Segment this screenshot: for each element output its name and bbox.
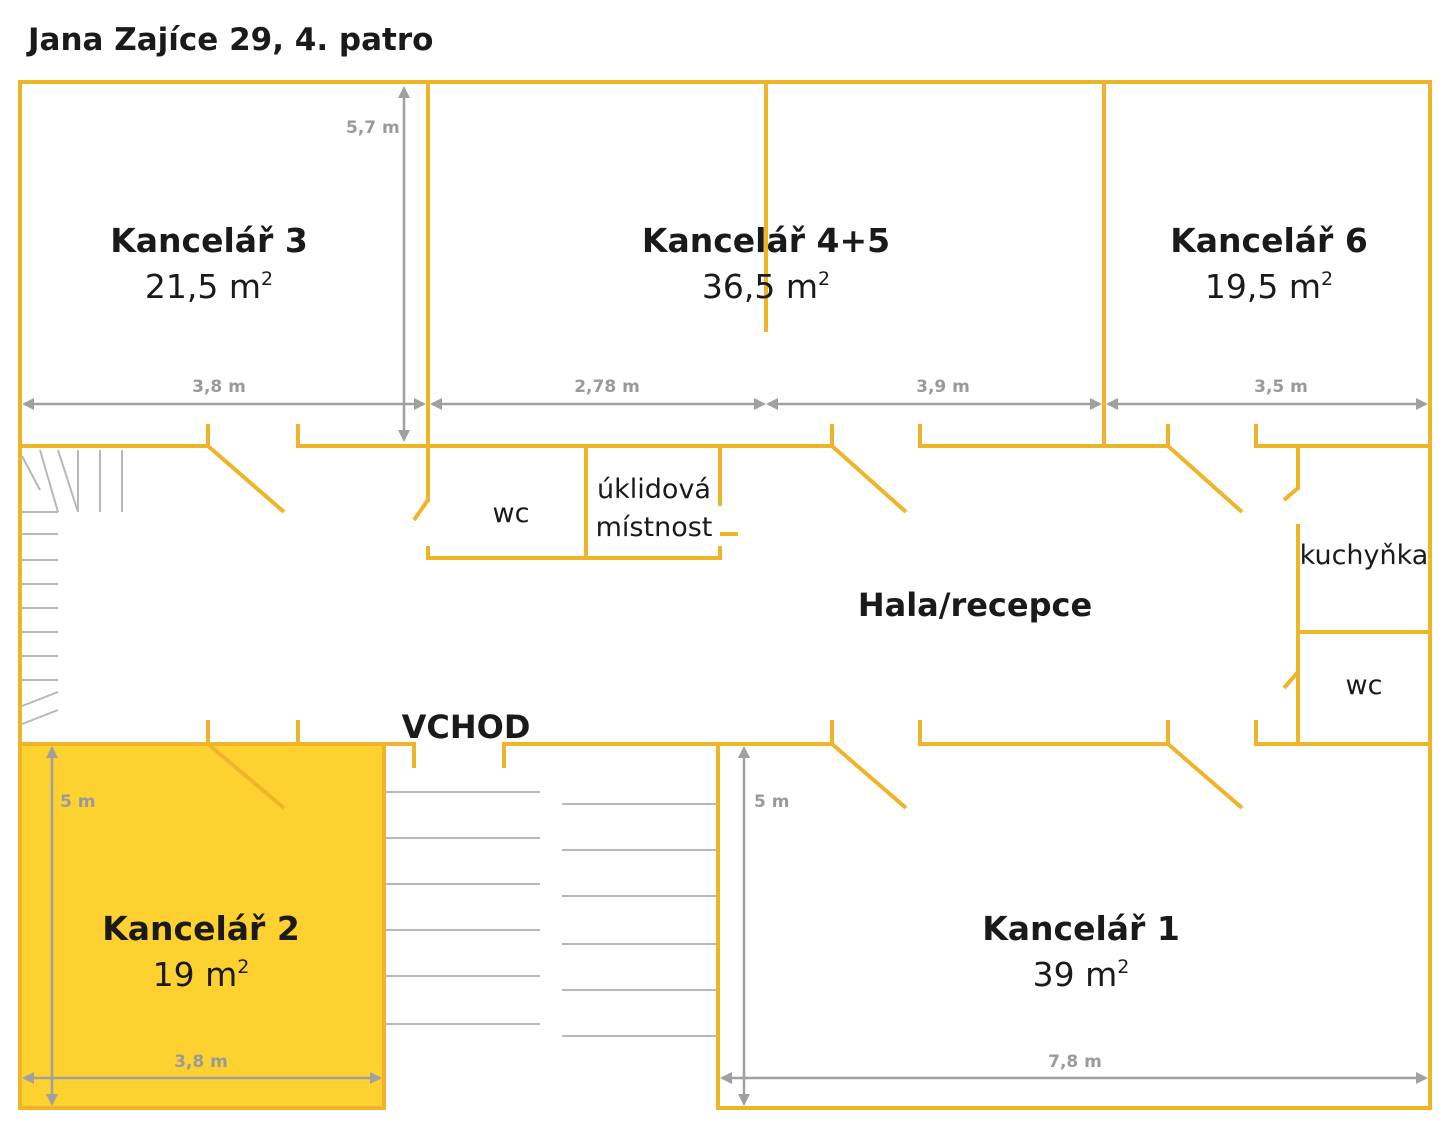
door-kancelar-3 (206, 444, 286, 514)
door-kancelar-1a (830, 742, 908, 810)
dim-kancelar-45-width-a: 2,78 m (574, 377, 640, 397)
dimension-lines (22, 86, 1428, 1106)
dim-kancelar-3-depth: 5,7 m (346, 118, 400, 138)
door-wc-right (1282, 670, 1300, 690)
room-area: 39 m2 (1033, 955, 1130, 994)
doors (206, 444, 1300, 810)
room-name: Kancelář 4+5 (642, 221, 890, 260)
dim-kancelar-3-width: 3,8 m (192, 377, 246, 397)
room-area: 21,5 m2 (145, 267, 273, 306)
stairs-bottom (386, 791, 716, 1037)
room-area: 36,5 m2 (702, 267, 830, 306)
dim-kancelar-45-width-b: 3,9 m (916, 377, 970, 397)
room-kancelar-1[interactable]: Kancelář 1 39 m2 (982, 909, 1180, 994)
dim-kancelar-2-width: 3,8 m (174, 1052, 228, 1072)
plan-title: Jana Zajíce 29, 4. patro (26, 22, 433, 58)
door-wc-top (412, 498, 430, 522)
door-kancelar-1b (1166, 742, 1244, 810)
entrance-label: VCHOD (402, 708, 531, 746)
door-kancelar-2 (206, 742, 286, 810)
walls (18, 80, 1432, 1110)
room-kancelar-6[interactable]: Kancelář 6 19,5 m2 (1170, 221, 1368, 306)
room-name: Kancelář 3 (110, 221, 308, 260)
door-kancelar-45 (830, 444, 908, 514)
door-kancelar-6 (1166, 444, 1244, 514)
room-kancelar-3[interactable]: Kancelář 3 21,5 m2 (110, 221, 308, 306)
door-kitchen (1282, 486, 1300, 502)
room-area: 19,5 m2 (1205, 267, 1333, 306)
stairs-left (21, 449, 123, 725)
room-cleaning-line-2: místnost (596, 512, 713, 543)
dim-kancelar-2-depth: 5 m (60, 792, 95, 812)
hall-label: Hala/recepce (858, 586, 1092, 624)
dim-kancelar-1-depth: 5 m (754, 792, 789, 812)
room-cleaning-line-1: úklidová (597, 474, 711, 505)
room-name: Kancelář 6 (1170, 221, 1368, 260)
room-area: 19 m2 (153, 955, 250, 994)
room-kitchen: kuchyňka (1300, 540, 1429, 571)
room-kancelar-45[interactable]: Kancelář 4+5 36,5 m2 (642, 221, 890, 306)
room-wc-right: wc (1346, 670, 1383, 701)
kancelar-2-highlight[interactable] (18, 742, 386, 1110)
dim-kancelar-6-width: 3,5 m (1254, 377, 1308, 397)
dim-kancelar-1-width: 7,8 m (1048, 1052, 1102, 1072)
room-wc-top: wc (493, 498, 530, 529)
room-name: Kancelář 2 (102, 909, 300, 948)
room-name: Kancelář 1 (982, 909, 1180, 948)
room-kancelar-2[interactable]: Kancelář 2 19 m2 (102, 909, 300, 994)
